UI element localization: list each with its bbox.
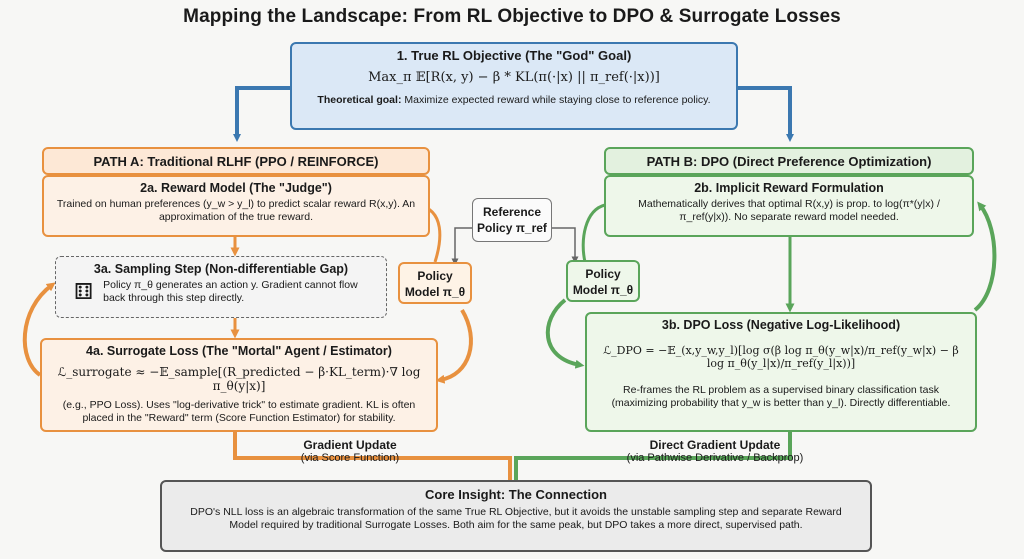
reference-policy-box: Reference Policy π_ref — [472, 198, 552, 242]
sampling-step-box: 3a. Sampling Step (Non-differentiable Ga… — [55, 256, 387, 318]
arrow-to-path-b — [737, 86, 794, 142]
policy-model-b: Policy Model π_θ — [566, 260, 640, 302]
policy-model-a: Policy Model π_θ — [398, 262, 472, 304]
arrow-to-path-a — [233, 86, 292, 142]
box1-note: Theoretical goal: Maximize expected rewa… — [317, 94, 711, 106]
gradient-update-label-a: Gradient Update (via Score Function) — [300, 438, 400, 464]
dpo-loss-box: 3b. DPO Loss (Negative Log-Likelihood) ℒ… — [585, 312, 977, 432]
arrow-policy-to-3b — [545, 298, 585, 369]
gradient-update-label-b: Direct Gradient Update (via Pathwise Der… — [626, 438, 804, 464]
arrow-2b-to-policy — [581, 203, 606, 263]
reward-model-box: 2a. Reward Model (The "Judge") Trained o… — [42, 175, 430, 237]
core-insight-box: Core Insight: The Connection DPO's NLL l… — [160, 480, 872, 552]
box1-header: 1. True RL Objective (The "God" Goal) — [396, 48, 632, 63]
gradient-update-line-a — [233, 430, 512, 480]
rl-objective-formula: Max_π 𝔼[R(x, y) − β * KL(π(·|x) || π_ref… — [368, 70, 660, 85]
dpo-formula: ℒ_DPO = −𝔼_(x,y_w,y_l)[log σ(β log π_θ(y… — [603, 344, 959, 370]
arrow-policy-to-4a — [435, 308, 473, 384]
implicit-reward-box: 2b. Implicit Reward Formulation Mathemat… — [604, 175, 974, 237]
arrow-ref-to-policy-b — [552, 227, 579, 264]
page-title: Mapping the Landscape: From RL Objective… — [183, 6, 841, 27]
surrogate-formula: ℒ_surrogate ≈ −𝔼_sample[(R_predicted − β… — [57, 365, 421, 393]
dice-icon: ⚅ — [74, 279, 94, 304]
loop-4a-to-3a — [22, 282, 56, 377]
true-rl-objective-box: 1. True RL Objective (The "God" Goal) Ma… — [290, 42, 738, 130]
path-b-header: PATH B: DPO (Direct Preference Optimizat… — [604, 147, 974, 175]
loop-3b-to-2b — [973, 201, 997, 312]
arrow-ref-to-policy-a — [451, 227, 472, 266]
path-a-header: PATH A: Traditional RLHF (PPO / REINFORC… — [42, 147, 430, 175]
surrogate-loss-box: 4a. Surrogate Loss (The "Mortal" Agent /… — [40, 338, 438, 432]
gradient-update-line-b — [514, 432, 792, 480]
